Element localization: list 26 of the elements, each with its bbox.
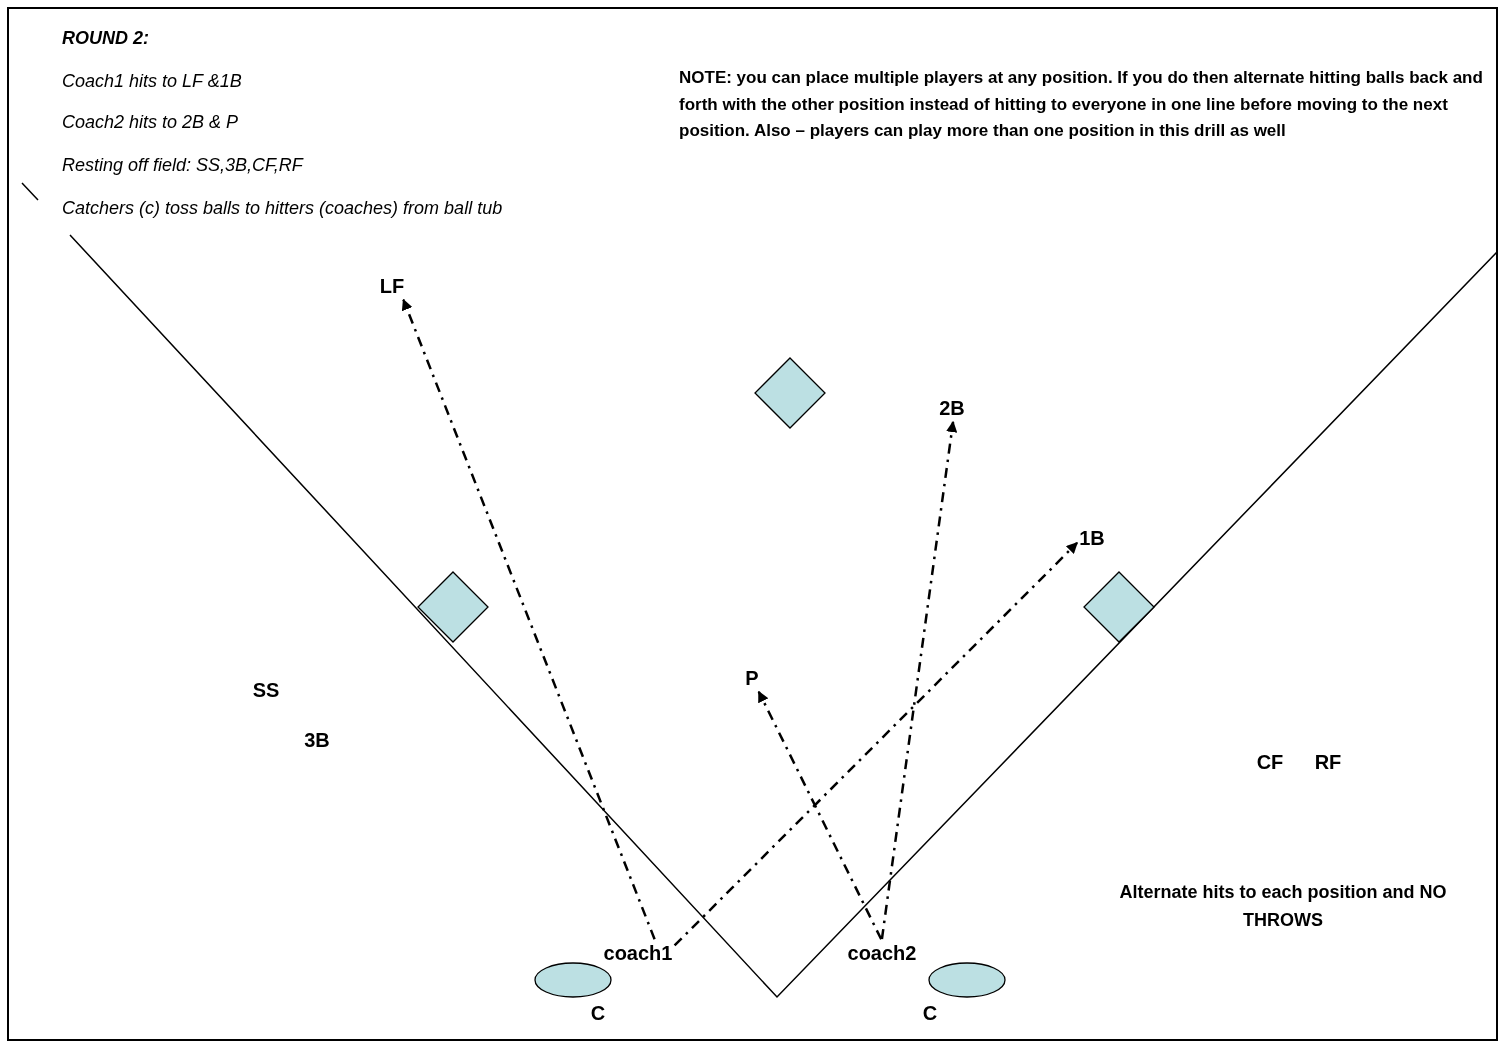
position-label: P [745, 667, 759, 689]
instruction-text: Catchers (c) toss balls to hitters (coaches) from ball tub [62, 197, 503, 219]
position-label: 1B [1079, 527, 1105, 549]
hit-arrow [401, 298, 656, 940]
base-diamond [417, 571, 489, 643]
base-diamond [754, 357, 826, 429]
position-label: RF [1314, 751, 1342, 773]
position-label: CF [1256, 751, 1284, 773]
instruction-text: Coach2 hits to 2B & P [62, 111, 239, 133]
hitter-label: coach1 [603, 942, 673, 964]
instruction-text: Coach1 hits to LF &1B [62, 70, 242, 92]
hit-arrow [757, 690, 883, 940]
position-label: 2B [939, 397, 965, 419]
hit-arrow [673, 542, 1078, 947]
instruction-text: Resting off field: SS,3B,CF,RF [62, 154, 303, 176]
instruction-note: Alternate hits to each position and NO THROWS [1118, 881, 1448, 932]
position-label: 3B [304, 729, 330, 751]
catcher-label: C [922, 1002, 938, 1024]
hitter-label: coach2 [847, 942, 917, 964]
hit-arrow [880, 420, 958, 940]
position-label: SS [252, 679, 280, 701]
catcher-label: C [590, 1002, 606, 1024]
base-diamond [1083, 571, 1155, 643]
note-text: NOTE: you can place multiple players at any position. If you do then alternate hitting balls back and forth with the other position instead of hitting to everyone in one line before moving to the next position. Also – players can play more than one position in this drill as well [679, 67, 1484, 142]
position-label: LF [379, 275, 405, 297]
round-heading: ROUND 2: [62, 27, 149, 49]
